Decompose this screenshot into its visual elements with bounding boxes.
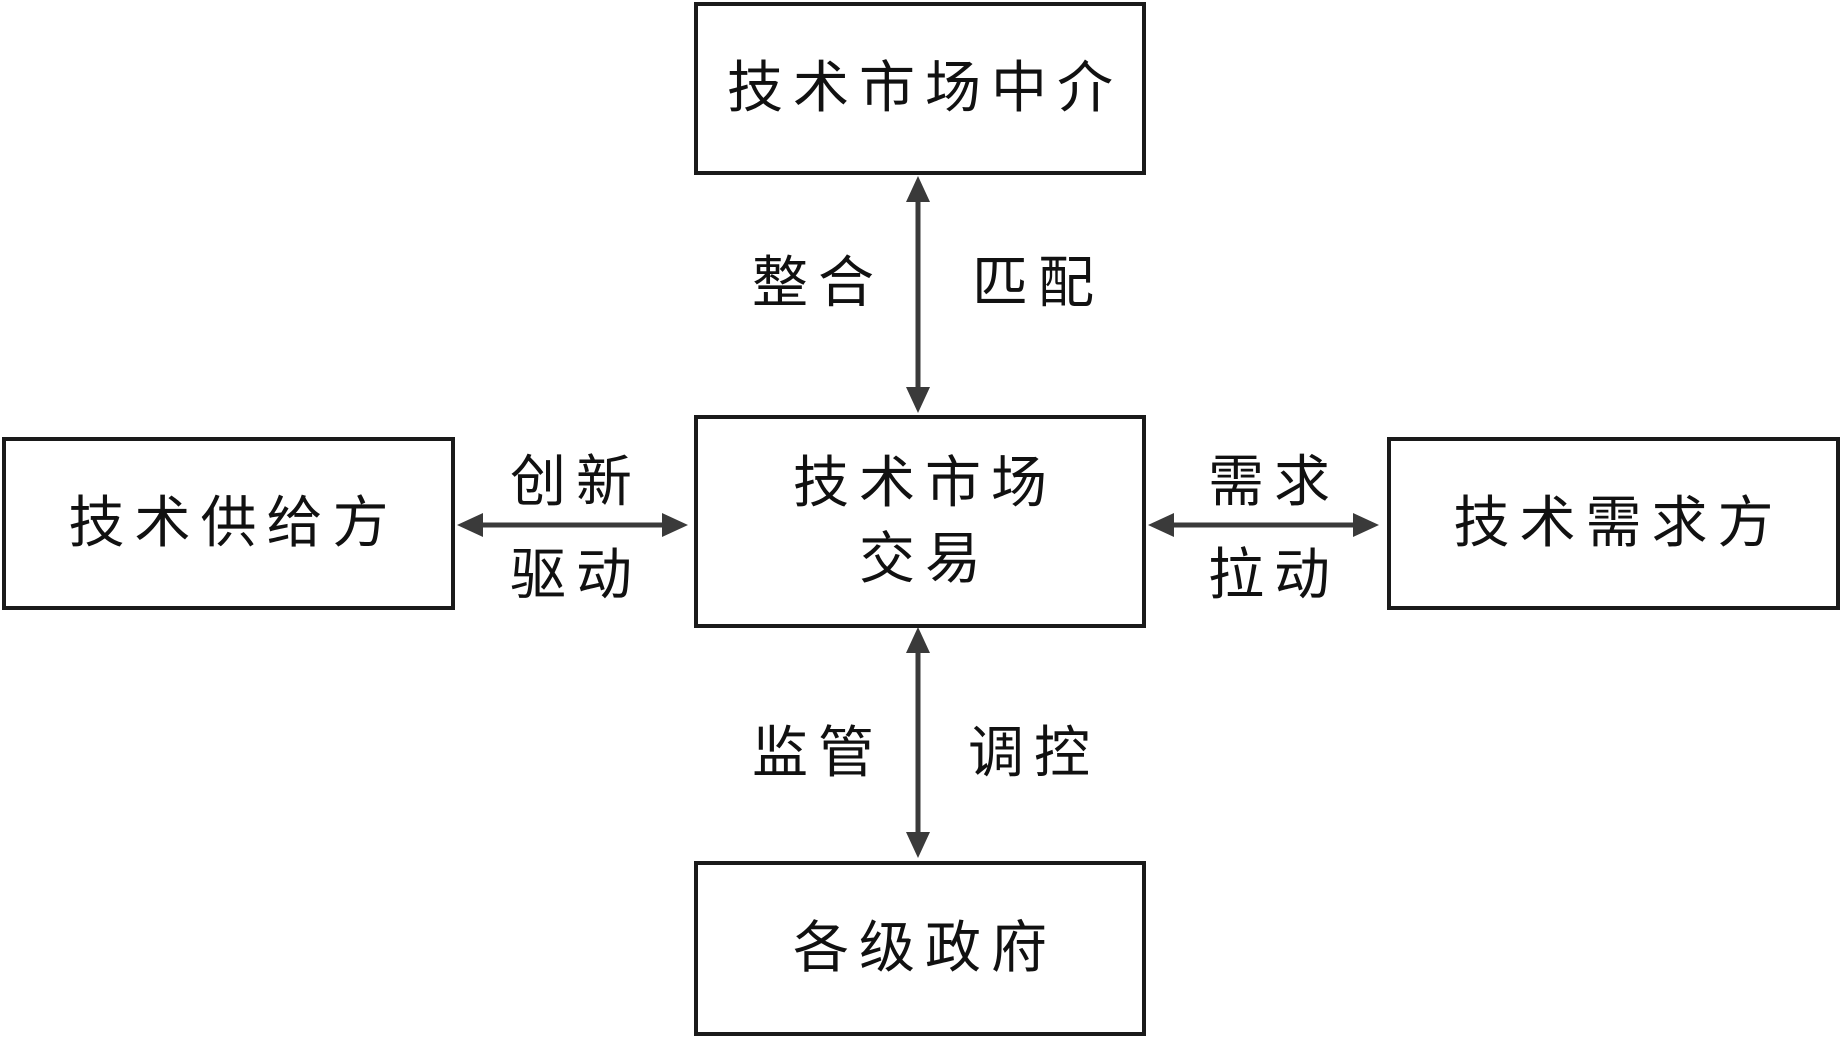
supplier-node: 技术供给方: [2, 437, 455, 610]
government-label: 各级政府: [793, 915, 1057, 981]
edge-right-top-label: 需求: [1208, 450, 1340, 515]
arrow-center-government: [906, 627, 930, 858]
government-node: 各级政府: [694, 861, 1146, 1036]
arrow-center-demander: [1148, 513, 1379, 537]
demander-label: 技术需求方: [1453, 490, 1784, 556]
edge-top-left-label: 整合: [752, 251, 884, 316]
edge-bottom-left-label: 监管: [752, 721, 884, 786]
edge-bottom-right-label: 调控: [968, 721, 1100, 786]
intermediary-label: 技术市场中介: [727, 55, 1123, 121]
demander-node: 技术需求方: [1387, 437, 1840, 610]
center-label-line2: 交易: [859, 526, 991, 592]
center-label-line1: 技术市场: [793, 450, 1057, 516]
center-node: 技术市场 交易: [694, 415, 1146, 628]
supplier-label: 技术供给方: [68, 490, 399, 556]
edge-top-right-label: 匹配: [972, 251, 1104, 316]
arrow-supplier-center: [457, 513, 688, 537]
edge-left-bottom-label: 驱动: [510, 543, 642, 608]
edge-right-bottom-label: 拉动: [1208, 543, 1340, 608]
intermediary-node: 技术市场中介: [694, 2, 1146, 175]
arrow-center-intermediary: [906, 176, 930, 413]
edge-left-top-label: 创新: [510, 450, 642, 515]
